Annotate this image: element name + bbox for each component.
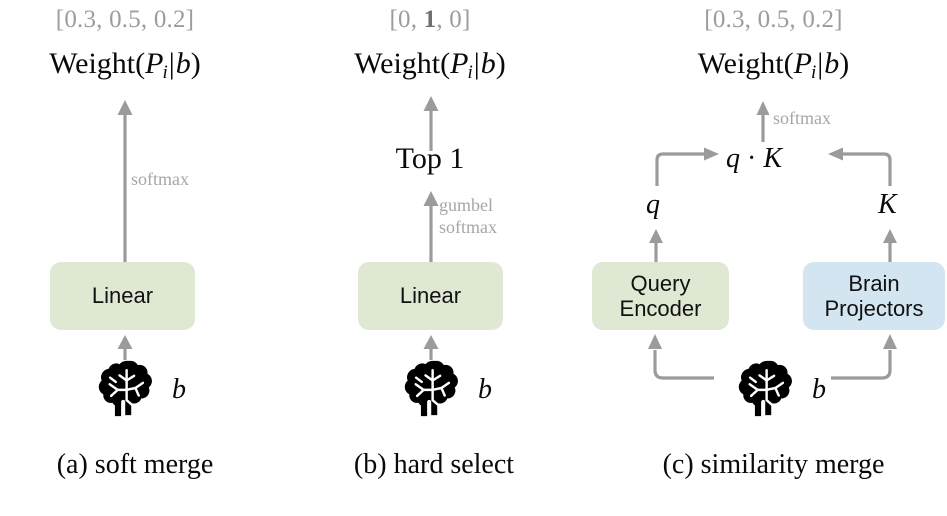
vector-bold-b: 1 [423,6,437,33]
formula-p-b: P [450,47,469,80]
formula-bar-c: | [817,47,824,80]
vector-pre-b: [0, [389,6,424,33]
edge-label-softmax-c: softmax [773,108,831,128]
formula-tail-b: ) [495,47,506,80]
formula-sub-a: i [162,62,168,83]
edge-label-gumbel-b: gumbel softmax [439,194,497,239]
score-q: q [726,143,740,174]
linear-box-label-b: Linear [399,283,462,309]
linear-box-label-a: Linear [91,283,154,309]
caption-c: (c) similarity merge [662,449,885,480]
formula-b-b: b [480,47,496,80]
panel-hard-select: [0, 1, 0] Weight(Pi|b) Top 1 gumbel soft… [300,0,600,516]
caption-b: (b) hard select [353,449,515,480]
caption-a: (a) soft merge [56,449,214,480]
softmax-arrow-c [756,101,770,142]
softmax-arrow-a [117,100,133,266]
k-to-score-elbow-arrow [828,147,892,186]
weight-formula-b: Weight(Pi|b) [300,47,560,84]
query-encoder-box-label: Query Encoder [619,270,702,321]
weight-formula-c: Weight(Pi|b) [600,47,947,84]
formula-tail-c: ) [839,47,850,80]
edge-label-gumbel-line1: gumbel [439,195,493,215]
formula-p-c: P [793,47,812,80]
query-encoder-box[interactable]: Query Encoder [592,262,729,330]
formula-tail-a: ) [190,47,201,80]
q-symbol-label: q [646,189,660,220]
brain-to-linear-arrow-a [117,335,133,360]
edge-label-gumbel-line2: softmax [439,217,497,238]
formula-head-a: Weight( [49,47,146,80]
formula-b-c: b [824,47,840,80]
score-k: K [763,143,783,174]
brain-symbol-label-c: b [812,374,826,405]
brain-icon-c [738,360,792,417]
formula-sub-c: i [810,62,817,83]
formula-b-a: b [175,47,191,80]
score-expression-c: q · K [726,143,782,175]
brain-projectors-to-k-arrow [883,229,897,264]
weight-vector-values-b: [0, 1, 0] [300,6,560,34]
brain-to-query-encoder-elbow-arrow [648,334,714,380]
weight-formula-a: Weight(Pi|b) [0,47,250,84]
brain-icon-b [404,360,458,417]
vector-post-b: , 0] [436,6,471,33]
linear-box-a[interactable]: Linear [50,262,195,330]
formula-sub-b: i [467,62,473,83]
brain-projectors-box[interactable]: Brain Projectors [803,262,945,330]
brain-icon-a [98,360,152,417]
brain-symbol-label-b: b [478,374,492,405]
formula-bar-a: | [168,47,175,80]
edge-label-softmax-a: softmax [131,169,189,189]
brain-symbol-label-a: b [172,374,186,405]
top1-to-weight-arrow-b [423,96,439,151]
weight-vector-values-c: [0.3, 0.5, 0.2] [704,6,843,33]
formula-bar-b: | [473,47,480,80]
brain-to-brain-projectors-elbow-arrow [831,334,897,380]
query-encoder-to-q-arrow [649,229,663,264]
brain-to-linear-arrow-b [423,335,439,360]
q-to-score-elbow-arrow [655,147,719,186]
top1-label-b: Top 1 [395,142,465,175]
linear-box-b[interactable]: Linear [358,262,503,330]
panel-similarity-merge: [0.3, 0.5, 0.2] Weight(Pi|b) softmax q ·… [592,0,947,516]
weight-vector-values-a: [0.3, 0.5, 0.2] [55,6,195,33]
formula-head-c: Weight( [697,47,794,80]
brain-projectors-box-label: Brain Projectors [824,270,924,321]
score-dot: · [747,143,757,174]
formula-p-a: P [145,47,164,80]
k-symbol-label: K [878,189,897,220]
formula-head-b: Weight( [354,47,451,80]
gumbel-softmax-arrow-b [423,191,439,266]
panel-soft-merge: [0.3, 0.5, 0.2] Weight(Pi|b) softmax Lin… [0,0,300,516]
